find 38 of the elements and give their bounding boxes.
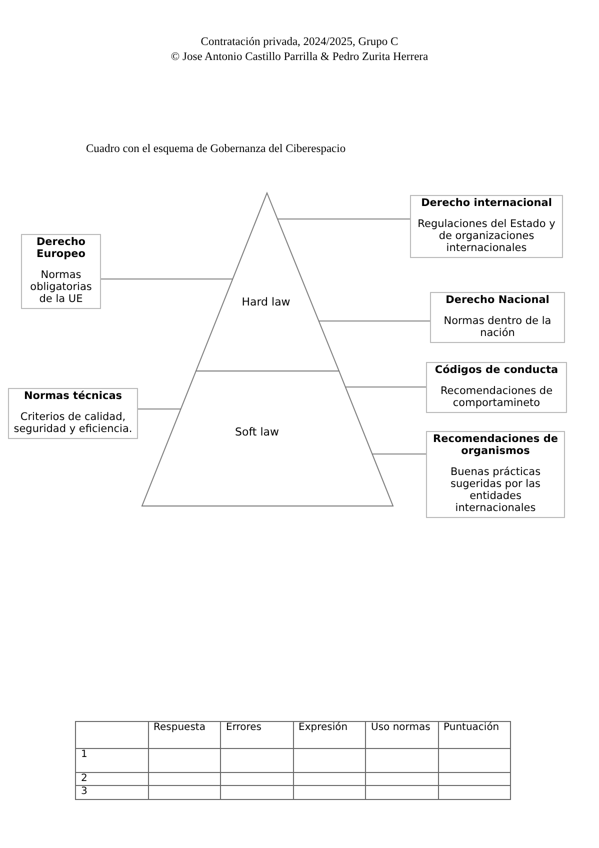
callout-box <box>410 195 563 258</box>
callout-box <box>426 362 567 413</box>
column-header: Puntuación <box>444 722 500 734</box>
callout-text: Normas dentro de la nación <box>442 315 552 339</box>
callout-heading: Derecho internacional <box>421 197 552 209</box>
column-header: Expresión <box>298 722 348 734</box>
leader-line <box>344 386 426 388</box>
callout-box <box>426 431 565 518</box>
callout-heading: Recomendaciones de organismos <box>432 433 559 457</box>
callout-text: Recomendaciones de comportamineto <box>439 385 554 409</box>
callout-box <box>8 388 138 439</box>
callout-heading: Derecho Nacional <box>446 294 550 306</box>
callout-text: Regulaciones del Estado y de organizaciones internacionales <box>416 218 556 254</box>
pyramid-tier <box>196 193 339 371</box>
row-number: 1 <box>81 749 88 761</box>
callout-heading: Códigos de conducta <box>434 364 558 376</box>
page-title: Cuadro con el esquema de Gobernanza del Ciberespacio <box>86 142 346 157</box>
column-header: Respuesta <box>154 722 206 734</box>
leader-line <box>318 320 430 322</box>
callout-text: Normas obligatorias de la UE <box>29 269 93 305</box>
column-header: Uso normas <box>371 722 430 734</box>
leader-line <box>100 278 234 280</box>
callout-heading: Normas técnicas <box>24 390 122 402</box>
leader-line <box>138 408 182 410</box>
row-number: 3 <box>81 786 88 798</box>
callout-heading: Derecho Europeo <box>35 236 87 260</box>
callout-text: Criterios de calidad, seguridad y eficiencia. <box>12 411 134 435</box>
pyramid-tier <box>142 371 393 506</box>
row-number: 2 <box>81 773 88 785</box>
callout-box <box>430 292 565 343</box>
tier-label: Soft law <box>235 426 279 438</box>
callout-box <box>21 234 101 309</box>
header-text: Contratación privada, 2024/2025, Grupo C <box>200 35 398 50</box>
callout-text: Buenas prácticas sugeridas por las entidades internacionales <box>449 466 542 514</box>
header-text: © Jose Antonio Castillo Parrilla & Pedro Zurita Herrera <box>170 50 428 65</box>
leader-line <box>277 218 410 220</box>
column-header: Errores <box>226 722 262 734</box>
tier-label: Hard law <box>242 296 290 308</box>
